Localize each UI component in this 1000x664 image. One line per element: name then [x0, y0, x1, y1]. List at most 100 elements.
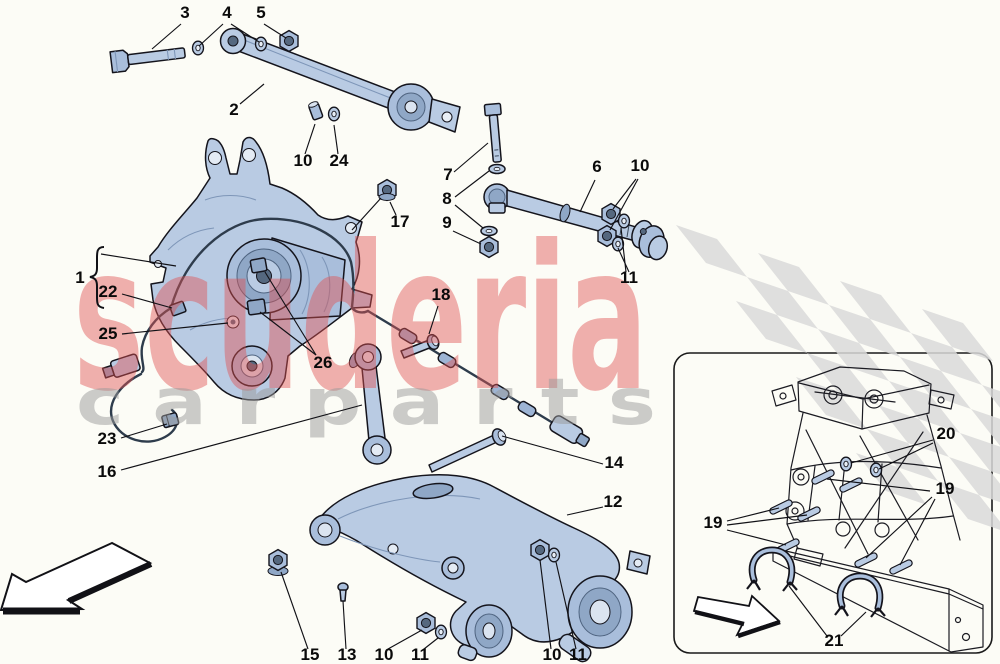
part-number-label: 17	[391, 212, 410, 231]
watermark-brand-text: scuderia	[73, 203, 648, 436]
part-drop-link	[348, 343, 392, 465]
washer-24	[327, 106, 341, 122]
part-number-label: 19	[704, 513, 723, 532]
callout-19: 19	[826, 478, 955, 566]
part-number-label: 6	[592, 157, 601, 176]
part-sensor-cable	[366, 309, 591, 448]
part-bolt-3	[109, 47, 186, 74]
pin-19	[768, 498, 794, 516]
callout-22: 22	[99, 282, 173, 309]
flag-check	[796, 377, 867, 429]
part-number-label: 11	[411, 645, 429, 664]
callout-15: 15	[280, 571, 319, 664]
callout-12: 12	[566, 492, 622, 516]
washer-11d	[547, 547, 561, 563]
part-toe-link	[479, 102, 669, 261]
part-number-label: 8	[442, 189, 451, 208]
part-number-label: 10	[294, 151, 313, 170]
part-number-label: 19	[936, 479, 955, 498]
washer-20	[869, 462, 883, 478]
direction-arrow-main	[0, 541, 153, 615]
part-number-label: 18	[432, 285, 451, 304]
callout-8: 8	[442, 170, 490, 229]
pin-19	[853, 551, 879, 569]
flag-check	[736, 301, 807, 353]
part-number-label: 14	[605, 453, 624, 472]
flag-check	[971, 409, 1000, 446]
washer-20	[839, 456, 853, 472]
flag-check	[938, 481, 1000, 530]
callout-20: 20	[850, 424, 956, 470]
callout-19: 19	[704, 507, 808, 546]
part-number-label: 10	[375, 645, 394, 664]
part-number-label: 11	[620, 268, 638, 287]
callout-24: 24	[330, 124, 349, 170]
nut-5	[279, 29, 299, 53]
callout-14: 14	[501, 435, 624, 472]
callout-6: 6	[579, 157, 602, 213]
callout-11: 11	[617, 227, 638, 287]
part-number-label: 9	[442, 213, 451, 232]
nut-10d	[530, 538, 550, 562]
flag-check	[758, 253, 829, 305]
part-number-label: 16	[98, 462, 117, 481]
callout-2: 2	[229, 83, 265, 119]
callout-10: 10	[294, 123, 316, 170]
washer-4b	[254, 36, 268, 52]
part-upper-arm	[191, 27, 461, 133]
callout-25: 25	[99, 322, 229, 343]
part-knuckle	[149, 136, 397, 401]
part-number-label: 5	[256, 3, 265, 22]
sensor-26b	[246, 298, 267, 316]
pin-19	[838, 476, 864, 494]
washer-11c	[434, 624, 448, 640]
flag-check	[889, 381, 960, 433]
part-number-label: 25	[99, 324, 118, 343]
watermark: scuderia c a r p a r t s	[73, 203, 656, 440]
part-number-label: 21	[825, 631, 844, 650]
direction-arrow-inset	[692, 594, 781, 639]
flag-check	[960, 433, 1000, 475]
flag-check	[949, 457, 1000, 503]
callout-4: 4	[198, 3, 260, 47]
callout-1: 1	[75, 253, 177, 287]
callout-10: 10	[375, 629, 423, 664]
pin-19	[888, 558, 914, 576]
flag-check	[982, 385, 1000, 408]
part-bolt-18	[400, 333, 440, 359]
spacer-10	[308, 101, 324, 121]
bracket-22	[169, 300, 187, 317]
retaining-clip-21	[834, 572, 886, 618]
callout-23: 23	[98, 423, 168, 448]
sensor-26a	[249, 257, 268, 274]
part-number-label: 22	[99, 282, 118, 301]
callout-17: 17	[389, 201, 410, 231]
nut-15	[268, 548, 288, 572]
callout-5: 5	[256, 3, 287, 39]
flag-check	[807, 353, 878, 405]
callout-11: 11	[555, 561, 587, 664]
callout-10: 10	[539, 559, 562, 664]
callout-7: 7	[443, 142, 489, 184]
retaining-clip-21	[746, 546, 798, 592]
part-number-label: 7	[443, 165, 452, 184]
flag-check	[747, 277, 818, 329]
callout-16: 16	[98, 404, 363, 481]
part-number-label: 10	[631, 156, 650, 175]
callout-3: 3	[151, 3, 190, 50]
inset-box	[673, 352, 993, 654]
part-number-label: 3	[180, 3, 189, 22]
flag-check	[867, 429, 938, 481]
part-number-label: 10	[543, 645, 562, 664]
part-number-label: 23	[98, 429, 117, 448]
callout-26: 26	[259, 271, 332, 372]
part-number-label: 20	[937, 424, 956, 443]
callout-9: 9	[442, 213, 482, 245]
flag-check	[911, 333, 982, 385]
bolt-7	[483, 102, 502, 117]
callout-1-brace	[89, 246, 105, 309]
callout-10: 10	[609, 156, 650, 231]
flag-check	[676, 225, 747, 277]
callout-18: 18	[428, 285, 451, 335]
